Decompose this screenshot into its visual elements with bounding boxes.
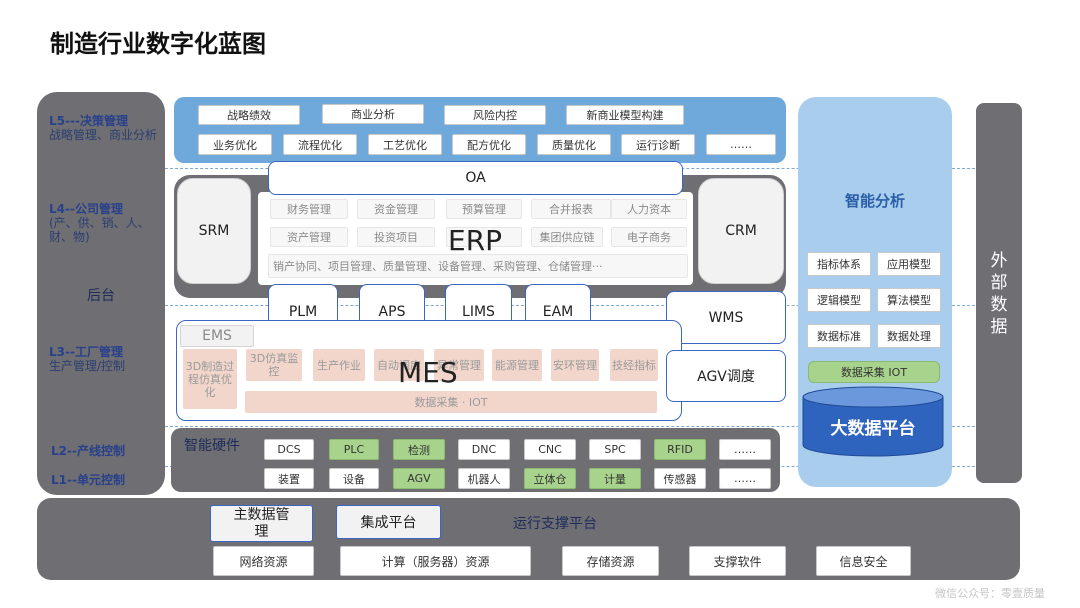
analytics-item: 算法模型 <box>877 288 941 312</box>
analytics-title: 智能分析 <box>844 192 905 210</box>
hardware-item: DNC <box>458 439 510 460</box>
hardware-item: DCS <box>264 439 314 460</box>
bigdata-label: 大数据平台 <box>830 418 916 439</box>
hardware-item: RFID <box>654 439 706 460</box>
erp-item: 集团供应链 <box>531 227 603 247</box>
hardware-item: PLC <box>329 439 379 460</box>
erp-item: 财务管理 <box>270 199 348 219</box>
l4-subtitle: (产、供、销、人、财、物) <box>49 216 150 244</box>
erp-item: 资金管理 <box>357 199 435 219</box>
hardware-item: …… <box>719 439 771 460</box>
l1-title: L1--单元控制 <box>51 473 125 487</box>
analytics-item: 逻辑模型 <box>807 288 871 312</box>
hardware-item: SPC <box>589 439 641 460</box>
l5-item: 新商业模型构建 <box>566 105 684 125</box>
l5-item: 流程优化 <box>283 134 357 155</box>
mes-module: 自动调度 <box>374 349 424 381</box>
page-title: 制造行业数字化蓝图 <box>50 30 266 58</box>
crm-box: CRM <box>698 178 784 284</box>
analytics-item: 数据标准 <box>807 324 871 348</box>
erp-item: 资产管理 <box>270 227 348 247</box>
erp-item: 电子商务 <box>611 227 687 247</box>
hardware-item: 检测 <box>393 439 445 460</box>
l5-item: 质量优化 <box>537 134 611 155</box>
level-panel: L5---决策管理 战略管理、商业分析 L4--公司管理 (产、供、销、人、财、… <box>37 92 165 495</box>
oa-box: OA <box>268 161 683 195</box>
l5-item: 商业分析 <box>322 104 424 124</box>
l4-title: L4--公司管理 <box>49 202 123 216</box>
analytics-item: 应用模型 <box>877 252 941 276</box>
hardware-item: 计量 <box>589 468 641 489</box>
l3-title: L3--工厂管理 <box>49 345 123 359</box>
mes-data-collection: 数据采集 · IOT <box>245 391 657 413</box>
watermark: 微信公众号：零壹质量 <box>935 587 1045 600</box>
external-data-label: 外部数据 <box>990 251 1008 337</box>
l5-subtitle: 战略管理、商业分析 <box>49 128 158 142</box>
mes-module: 能源管理 <box>492 349 542 381</box>
hardware-item: 传感器 <box>654 468 706 489</box>
hardware-item: 设备 <box>329 468 379 489</box>
hardware-item: 装置 <box>264 468 314 489</box>
resource-box: 网络资源 <box>213 546 314 576</box>
mes-module: 安环管理 <box>551 349 599 381</box>
mes-module: 技经指标 <box>610 349 658 381</box>
hardware-item: 机器人 <box>458 468 510 489</box>
hardware-item: 立体仓 <box>524 468 576 489</box>
wms-box: WMS <box>666 291 786 344</box>
l2-title: L2--产线控制 <box>51 444 125 458</box>
mdm-box: 主数据管理 <box>210 505 313 542</box>
analytics-iot: 数据采集 IOT <box>808 361 940 383</box>
platform-label: 运行支撑平台 <box>513 516 597 532</box>
l5-item: 业务优化 <box>198 134 272 155</box>
agv-dispatch-box: AGV调度 <box>666 350 786 402</box>
level-separator <box>165 426 975 427</box>
resource-box: 支撑软件 <box>689 546 786 576</box>
l5-title: L5---决策管理 <box>49 114 128 128</box>
erp-item <box>446 227 522 247</box>
mes-label: MES <box>398 356 458 389</box>
resource-box: 信息安全 <box>816 546 911 576</box>
analytics-item: 数据处理 <box>877 324 941 348</box>
erp-functions: 销产协同、项目管理、质量管理、设备管理、采购管理、仓储管理··· <box>268 254 688 278</box>
ems-box: EMS <box>180 325 254 347</box>
mes-module: 3D仿真监控 <box>246 349 302 381</box>
resource-box: 计算（服务器）资源 <box>340 546 531 576</box>
external-data-panel <box>976 103 1022 483</box>
backend-label: 后台 <box>87 288 115 304</box>
bigdata-cylinder <box>802 386 944 457</box>
mes-module: 异常管理 <box>434 349 484 381</box>
mes-module: 生产作业 <box>313 349 365 381</box>
mes-module: 3D制造过程仿真优化 <box>183 349 237 409</box>
l5-item: 工艺优化 <box>368 134 442 155</box>
hardware-item: …… <box>719 468 771 489</box>
srm-box: SRM <box>177 178 251 284</box>
l5-item: 风险内控 <box>444 105 546 125</box>
l5-item: 战略绩效 <box>198 105 300 125</box>
l5-item: 运行诊断 <box>621 134 695 155</box>
integration-box: 集成平台 <box>336 505 441 539</box>
erp-item: 合并报表 <box>531 199 611 219</box>
erp-item: 预算管理 <box>446 199 522 219</box>
l3-subtitle: 生产管理/控制 <box>49 359 126 373</box>
erp-label: ERP <box>448 224 503 257</box>
hardware-label: 智能硬件 <box>184 438 240 454</box>
resource-box: 存储资源 <box>562 546 659 576</box>
analytics-item: 指标体系 <box>807 252 871 276</box>
erp-item: 投资项目 <box>357 227 435 247</box>
hardware-item: AGV <box>393 468 445 489</box>
l5-item: 配方优化 <box>452 134 526 155</box>
erp-item: 人力资本 <box>611 199 687 219</box>
hardware-item: CNC <box>524 439 576 460</box>
l5-item: …… <box>706 134 776 155</box>
